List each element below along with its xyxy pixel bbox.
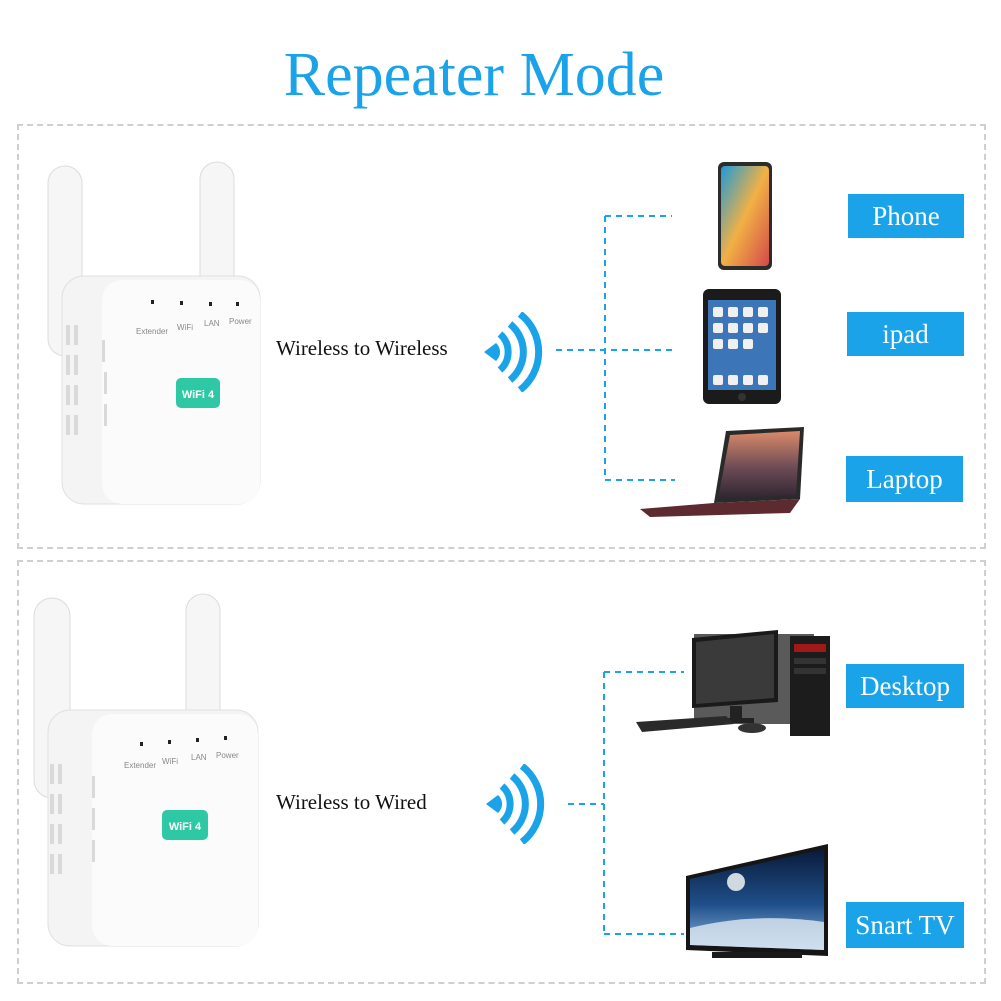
- led-label-lan: LAN: [204, 319, 220, 328]
- repeater-panel-wireless: [17, 124, 986, 549]
- svg-text:WiFi 4: WiFi 4: [169, 821, 202, 833]
- connection-lines: [556, 215, 675, 481]
- device-label-ipad: ipad: [847, 312, 964, 356]
- connection-lines: [568, 671, 684, 935]
- device-label-smart-tv: Snart TV: [846, 902, 964, 948]
- led-label-lan: LAN: [191, 753, 207, 762]
- led-label-wifi: WiFi: [162, 757, 178, 766]
- device-label-phone: Phone: [848, 194, 964, 238]
- led-label-power: Power: [229, 317, 252, 326]
- led-label-extender: Extender: [124, 761, 156, 770]
- wifi-extender-image: Extender WiFi LAN Power WiFi 4: [33, 593, 259, 947]
- wifi4-badge: [176, 378, 220, 408]
- device-label-desktop: Desktop: [846, 664, 964, 708]
- device-label-laptop: Laptop: [846, 456, 963, 502]
- laptop-icon: [640, 427, 804, 517]
- wifi-signal-icon: [486, 764, 545, 844]
- repeater-panel-wired: [17, 560, 986, 984]
- smart-tv-icon: [686, 844, 828, 958]
- wifi4-badge: [162, 810, 208, 840]
- led-label-power: Power: [216, 751, 239, 760]
- mode-label-wireless-to-wired: Wireless to Wired: [276, 790, 427, 814]
- led-label-extender: Extender: [136, 327, 168, 336]
- smartphone-icon: [718, 162, 772, 270]
- mode-label-wireless-to-wireless: Wireless to Wireless: [276, 336, 448, 360]
- desktop-computer-icon: [636, 630, 830, 736]
- wifi-signal-icon: [484, 312, 543, 392]
- svg-text:WiFi 4: WiFi 4: [182, 389, 215, 401]
- tablet-icon: [703, 289, 781, 404]
- led-label-wifi: WiFi: [177, 323, 193, 332]
- page-title: Repeater Mode: [283, 41, 665, 109]
- wifi-extender-image: Extender WiFi LAN Power WiFi 4: [47, 161, 261, 505]
